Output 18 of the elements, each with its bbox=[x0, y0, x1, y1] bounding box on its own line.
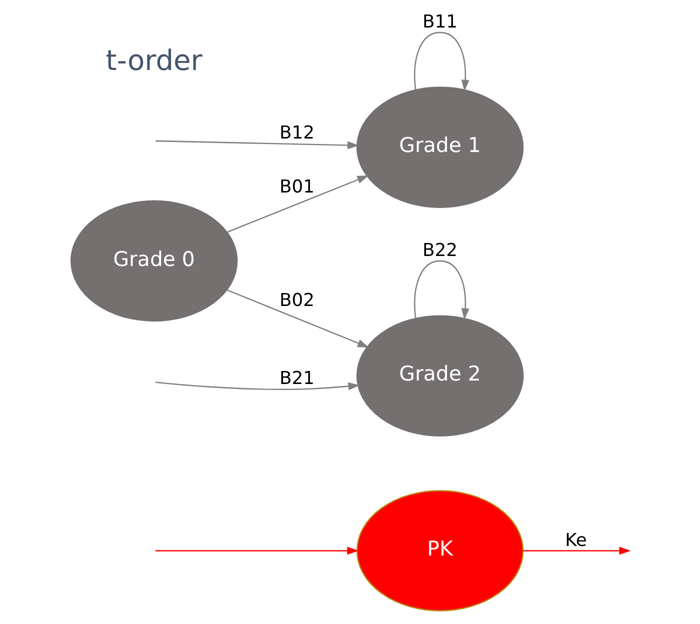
label: t-order bbox=[105, 44, 202, 78]
arrow bbox=[154, 382, 360, 390]
edge-label: B02 bbox=[279, 290, 314, 311]
arrow bbox=[414, 260, 469, 320]
node-ellipse: Grade 0 bbox=[70, 200, 238, 322]
node-ellipse: PK bbox=[356, 490, 524, 612]
arrow bbox=[522, 546, 630, 555]
edge-label: Ke bbox=[564, 530, 586, 551]
arrow bbox=[226, 175, 368, 233]
arrow bbox=[155, 546, 358, 555]
arrow bbox=[226, 289, 369, 348]
edge-label: B11 bbox=[422, 12, 458, 33]
edge-label: B22 bbox=[422, 240, 458, 262]
edge-label: B12 bbox=[279, 122, 314, 144]
arrow bbox=[155, 140, 359, 150]
edge-label: B01 bbox=[279, 176, 314, 198]
edge-label: B21 bbox=[279, 368, 314, 389]
arrow bbox=[414, 32, 469, 92]
